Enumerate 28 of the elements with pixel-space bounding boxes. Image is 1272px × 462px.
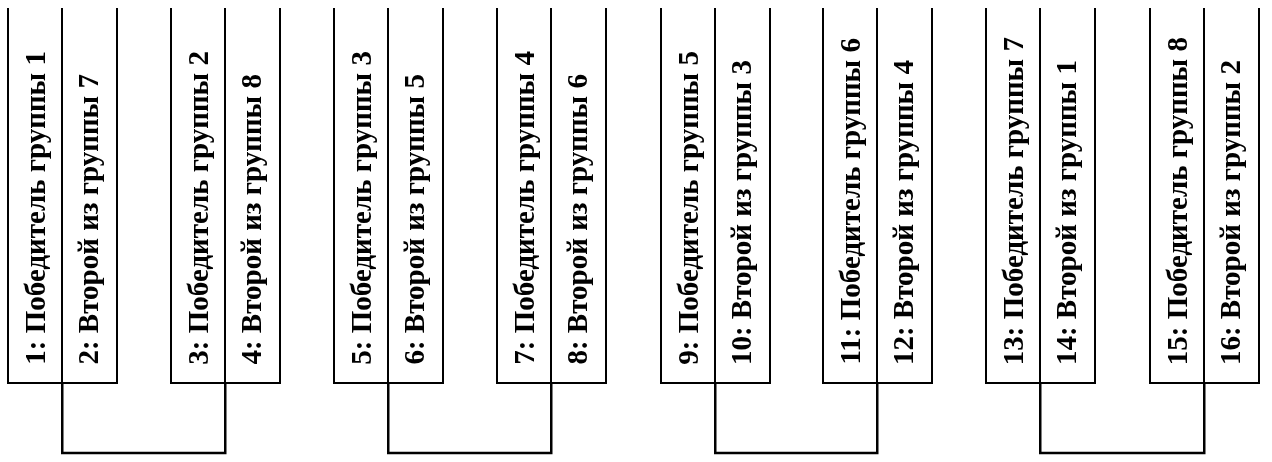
participant-label: 12: Второй из группы 4: [887, 59, 920, 365]
participant-label: 14: Второй из группы 1: [1050, 59, 1083, 365]
bracket-box: [659, 8, 771, 384]
participant-label: 4: Второй из группы 8: [235, 74, 268, 365]
participant-label: 2: Второй из группы 7: [72, 74, 105, 365]
bracket-box: [1148, 8, 1260, 384]
participant-label: 5: Победитель группы 3: [345, 51, 378, 365]
participant-label: 10: Второй из группы 3: [725, 59, 758, 365]
participant-label: 15: Победитель группы 8: [1161, 36, 1194, 365]
bracket-box: [495, 8, 607, 384]
bracket-box: [821, 8, 933, 384]
participant-label: 16: Второй из группы 2: [1214, 59, 1247, 365]
participant-label: 9: Победитель группы 5: [672, 51, 705, 365]
bracket-box: [984, 8, 1096, 384]
participant-label: 7: Победитель группы 4: [508, 51, 541, 365]
participant-label: 6: Второй из группы 5: [398, 74, 431, 365]
participant-label: 8: Второй из группы 6: [561, 74, 594, 365]
bracket-box: [6, 8, 118, 384]
bracket-connector: [714, 384, 879, 455]
participant-label: 11: Победитель группы 6: [834, 38, 867, 365]
bracket-connector: [387, 384, 553, 455]
participant-label: 1: Победитель группы 1: [19, 51, 52, 365]
bracket-connector: [1039, 384, 1206, 455]
bracket-connector: [61, 384, 227, 455]
bracket-box: [332, 8, 444, 384]
participant-label: 13: Победитель группы 7: [997, 36, 1030, 365]
bracket-box: [169, 8, 281, 384]
participant-label: 3: Победитель группы 2: [182, 51, 215, 365]
